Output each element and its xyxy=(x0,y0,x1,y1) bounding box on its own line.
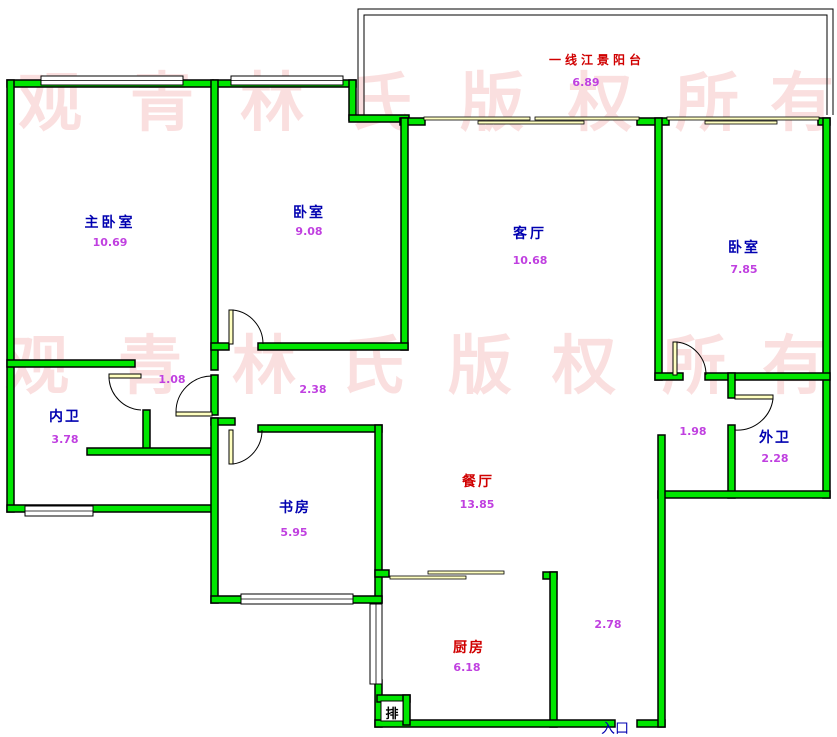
wall xyxy=(727,424,736,499)
room-area-study: 5.95 xyxy=(280,526,307,539)
room-name-study: 书房 xyxy=(279,499,311,516)
watermark-char: 有 xyxy=(762,330,826,404)
door-leaf xyxy=(672,341,678,376)
room-name-dining-room: 餐厅 xyxy=(461,473,494,490)
wall xyxy=(727,372,736,399)
wall xyxy=(657,490,831,499)
room-area-inner-bath: 3.78 xyxy=(51,433,78,446)
door-leaf xyxy=(734,394,774,400)
vent-box xyxy=(380,700,404,722)
door-leaf xyxy=(175,411,213,417)
vent-label: 排 xyxy=(385,706,398,722)
wall xyxy=(636,117,670,126)
wall xyxy=(400,117,409,351)
wall xyxy=(6,79,15,513)
wall xyxy=(210,342,230,351)
sliding-door xyxy=(389,575,467,580)
sliding-door xyxy=(477,120,585,125)
wall xyxy=(374,569,390,578)
wall xyxy=(402,694,411,726)
room-name-bedroom-1: 卧室 xyxy=(293,204,325,221)
swing-doors xyxy=(108,309,774,465)
wall xyxy=(142,409,151,453)
room-area-bedroom-2: 7.85 xyxy=(730,263,757,276)
sliding-door xyxy=(666,116,820,121)
sliding-door xyxy=(534,116,640,121)
door-swing xyxy=(734,398,774,431)
wall xyxy=(399,117,426,126)
wall xyxy=(822,117,831,499)
door-swing xyxy=(676,341,707,376)
walls xyxy=(6,79,831,728)
room-area-outer-bath: 2.28 xyxy=(761,452,788,465)
door-leaf xyxy=(108,373,142,379)
room-area-dining-room: 13.85 xyxy=(460,498,495,511)
room-name-bedroom-2: 卧室 xyxy=(728,239,760,256)
room-name-balcony: 一线江景阳台 xyxy=(549,52,645,67)
wall xyxy=(374,719,616,728)
watermark-char: 版 xyxy=(448,330,512,404)
wall xyxy=(210,374,219,416)
door-swing xyxy=(108,377,142,411)
room-area-balcony: 6.89 xyxy=(572,76,599,89)
room-name-living-room: 客厅 xyxy=(512,225,547,242)
wall xyxy=(704,372,831,381)
watermark-char: 林 xyxy=(232,330,296,404)
watermark-char: 版 xyxy=(460,67,524,141)
wall xyxy=(86,447,214,456)
room-area-kitchen: 6.18 xyxy=(453,661,480,674)
wall xyxy=(549,571,558,728)
balcony-outline xyxy=(357,8,834,115)
wall xyxy=(257,424,383,433)
watermark-char: 所 xyxy=(675,67,739,141)
door-leaf xyxy=(228,429,234,465)
sliding-door xyxy=(423,116,531,121)
wall xyxy=(6,359,136,368)
room-name-outer-bath: 外卫 xyxy=(759,429,791,446)
door-leaf xyxy=(228,309,234,345)
wall xyxy=(210,417,219,604)
area-entry-corridor: 2.78 xyxy=(594,618,621,631)
room-name-kitchen: 厨房 xyxy=(453,639,485,656)
room-area-bedroom-1: 9.08 xyxy=(295,225,322,238)
room-name-inner-bath: 内卫 xyxy=(49,408,81,425)
wall xyxy=(657,434,666,728)
windows xyxy=(24,75,383,685)
door-swing xyxy=(232,309,264,345)
watermark-char: 权 xyxy=(567,67,632,141)
area-hall-a: 1.08 xyxy=(158,373,185,386)
sliding-door xyxy=(427,570,505,575)
room-labels: 一线江景阳台 6.89 主卧室 10.69 卧室 9.08 客厅 10.68 卧… xyxy=(49,52,791,737)
watermark-char: 氏 xyxy=(340,330,404,404)
wall xyxy=(210,79,219,371)
watermark-char: 所 xyxy=(662,330,726,404)
wall xyxy=(654,117,663,381)
wall xyxy=(654,372,684,381)
room-name-master-bedroom: 主卧室 xyxy=(85,214,136,231)
watermark-char: 权 xyxy=(551,330,616,404)
sliding-doors xyxy=(389,116,820,580)
wall xyxy=(348,79,357,121)
room-area-living-room: 10.68 xyxy=(513,254,548,267)
sliding-door xyxy=(704,120,778,125)
area-hall-c: 1.98 xyxy=(679,425,706,438)
room-area-master-bedroom: 10.69 xyxy=(93,236,128,249)
entrance-label: 入口 xyxy=(601,721,629,737)
door-swing xyxy=(175,375,213,413)
area-hall-b: 2.38 xyxy=(299,383,326,396)
wall xyxy=(257,342,409,351)
door-swing xyxy=(232,429,263,465)
